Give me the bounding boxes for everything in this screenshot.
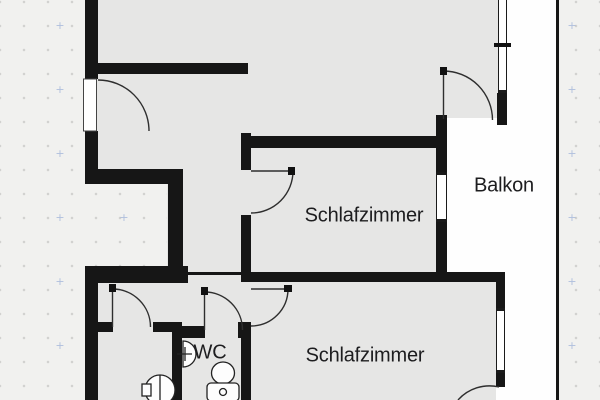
wall [496, 282, 505, 308]
wall [241, 215, 251, 282]
room-floor-schlafzimmer-bottom [241, 282, 496, 400]
wall [85, 0, 98, 79]
wall-wc-right [241, 322, 251, 400]
window-bedroom-bottom [496, 308, 505, 373]
balcony-floor [447, 118, 556, 282]
door-opening-bottom [496, 387, 505, 400]
wall-wc-left [172, 322, 182, 400]
wall-notch-bottom [85, 266, 188, 283]
wall-notch-top [85, 169, 183, 184]
room-label-balkon: Balkon [474, 174, 534, 197]
wall-wc-top [182, 326, 205, 338]
wall-notch-right [168, 169, 183, 282]
room-label-schlafzimmer-bottom: Schlafzimmer [305, 344, 425, 367]
window-tick [494, 43, 511, 47]
window-bedroom-top [436, 172, 447, 222]
wall-balcony-jamb [497, 93, 507, 125]
balcony-railing [556, 0, 559, 400]
bath-wc-floor [85, 266, 251, 400]
wall [436, 115, 447, 172]
wall [496, 373, 505, 387]
wall-middle [242, 272, 505, 282]
wall [85, 282, 98, 400]
room-label-schlafzimmer-top: Schlafzimmer [304, 204, 424, 227]
wall [436, 222, 447, 282]
passage-line [188, 272, 242, 275]
wall-bath-stub-right [153, 322, 182, 332]
wall-wc-door-jamb [238, 322, 251, 338]
wall-bedroom-top [246, 136, 447, 148]
wall-bath-stub-left [98, 322, 113, 332]
wall [97, 63, 248, 74]
wall [241, 133, 251, 170]
room-label-wc: WC [193, 341, 227, 364]
